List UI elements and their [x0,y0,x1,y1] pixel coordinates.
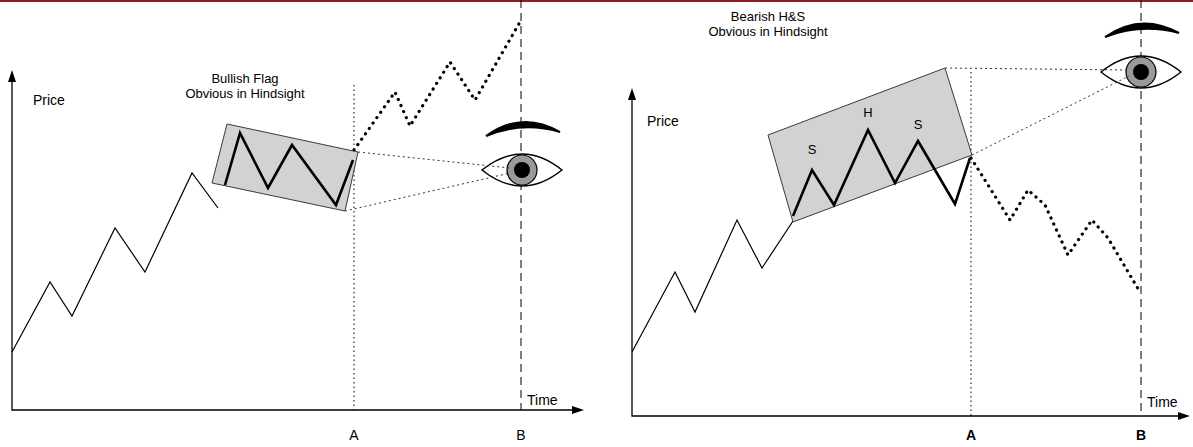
time-marker: B [1136,427,1146,443]
price-line [632,218,795,352]
wrap-spacer [806,10,830,12]
axis-arrowhead [572,406,584,414]
wrap-spacer [183,72,210,74]
time-marker-line [521,0,522,410]
hindsight-pattern-box: Bearish H&S Obvious in HindsightSHS [760,8,980,228]
wrap-spacer [280,72,307,74]
pattern-price-line [793,130,970,216]
top-rule [0,0,1193,2]
axis-title: Time [527,392,558,408]
axis-title: Price [33,92,65,108]
time-marker: B [516,427,525,443]
pattern-price-line [225,133,353,205]
axis-arrowhead [8,70,16,82]
eye-iris [507,155,537,185]
sight-line [358,152,510,168]
hindsight-pattern-box: Bullish Flag Obvious in Hindsight [205,68,365,218]
time-marker: A [349,427,358,443]
eye-outline [1101,56,1181,88]
price-line [12,173,218,352]
axis-arrowhead [1178,412,1190,420]
axis-arrowhead [628,88,636,100]
eye-pupil [514,162,530,178]
eye-outline [482,154,562,186]
axis-title: Price [647,113,679,129]
wrap-spacer [706,10,730,12]
sight-line [345,173,510,211]
pattern-point-label: S [808,143,817,158]
time-marker: A [966,427,976,443]
time-marker-line [354,85,355,410]
pattern-point-label: H [863,106,872,121]
time-marker-line [971,72,972,416]
eye-pupil [1133,64,1149,80]
axis-title: Time [1147,394,1178,410]
eyebrow [486,122,560,136]
pattern-point-label: S [914,118,923,133]
pattern-highlight [768,68,972,222]
sight-line [945,68,1129,70]
axis-line [12,78,578,410]
eye-iris [1126,57,1156,87]
eyebrow [1105,23,1179,37]
pattern-highlight [212,124,358,211]
future-price-dots [971,158,1140,292]
pattern-heading: Bullish Flag Obvious in Hindsight [183,72,307,102]
sight-line [972,76,1129,155]
pattern-heading: Bearish H&S Obvious in Hindsight [706,10,830,40]
